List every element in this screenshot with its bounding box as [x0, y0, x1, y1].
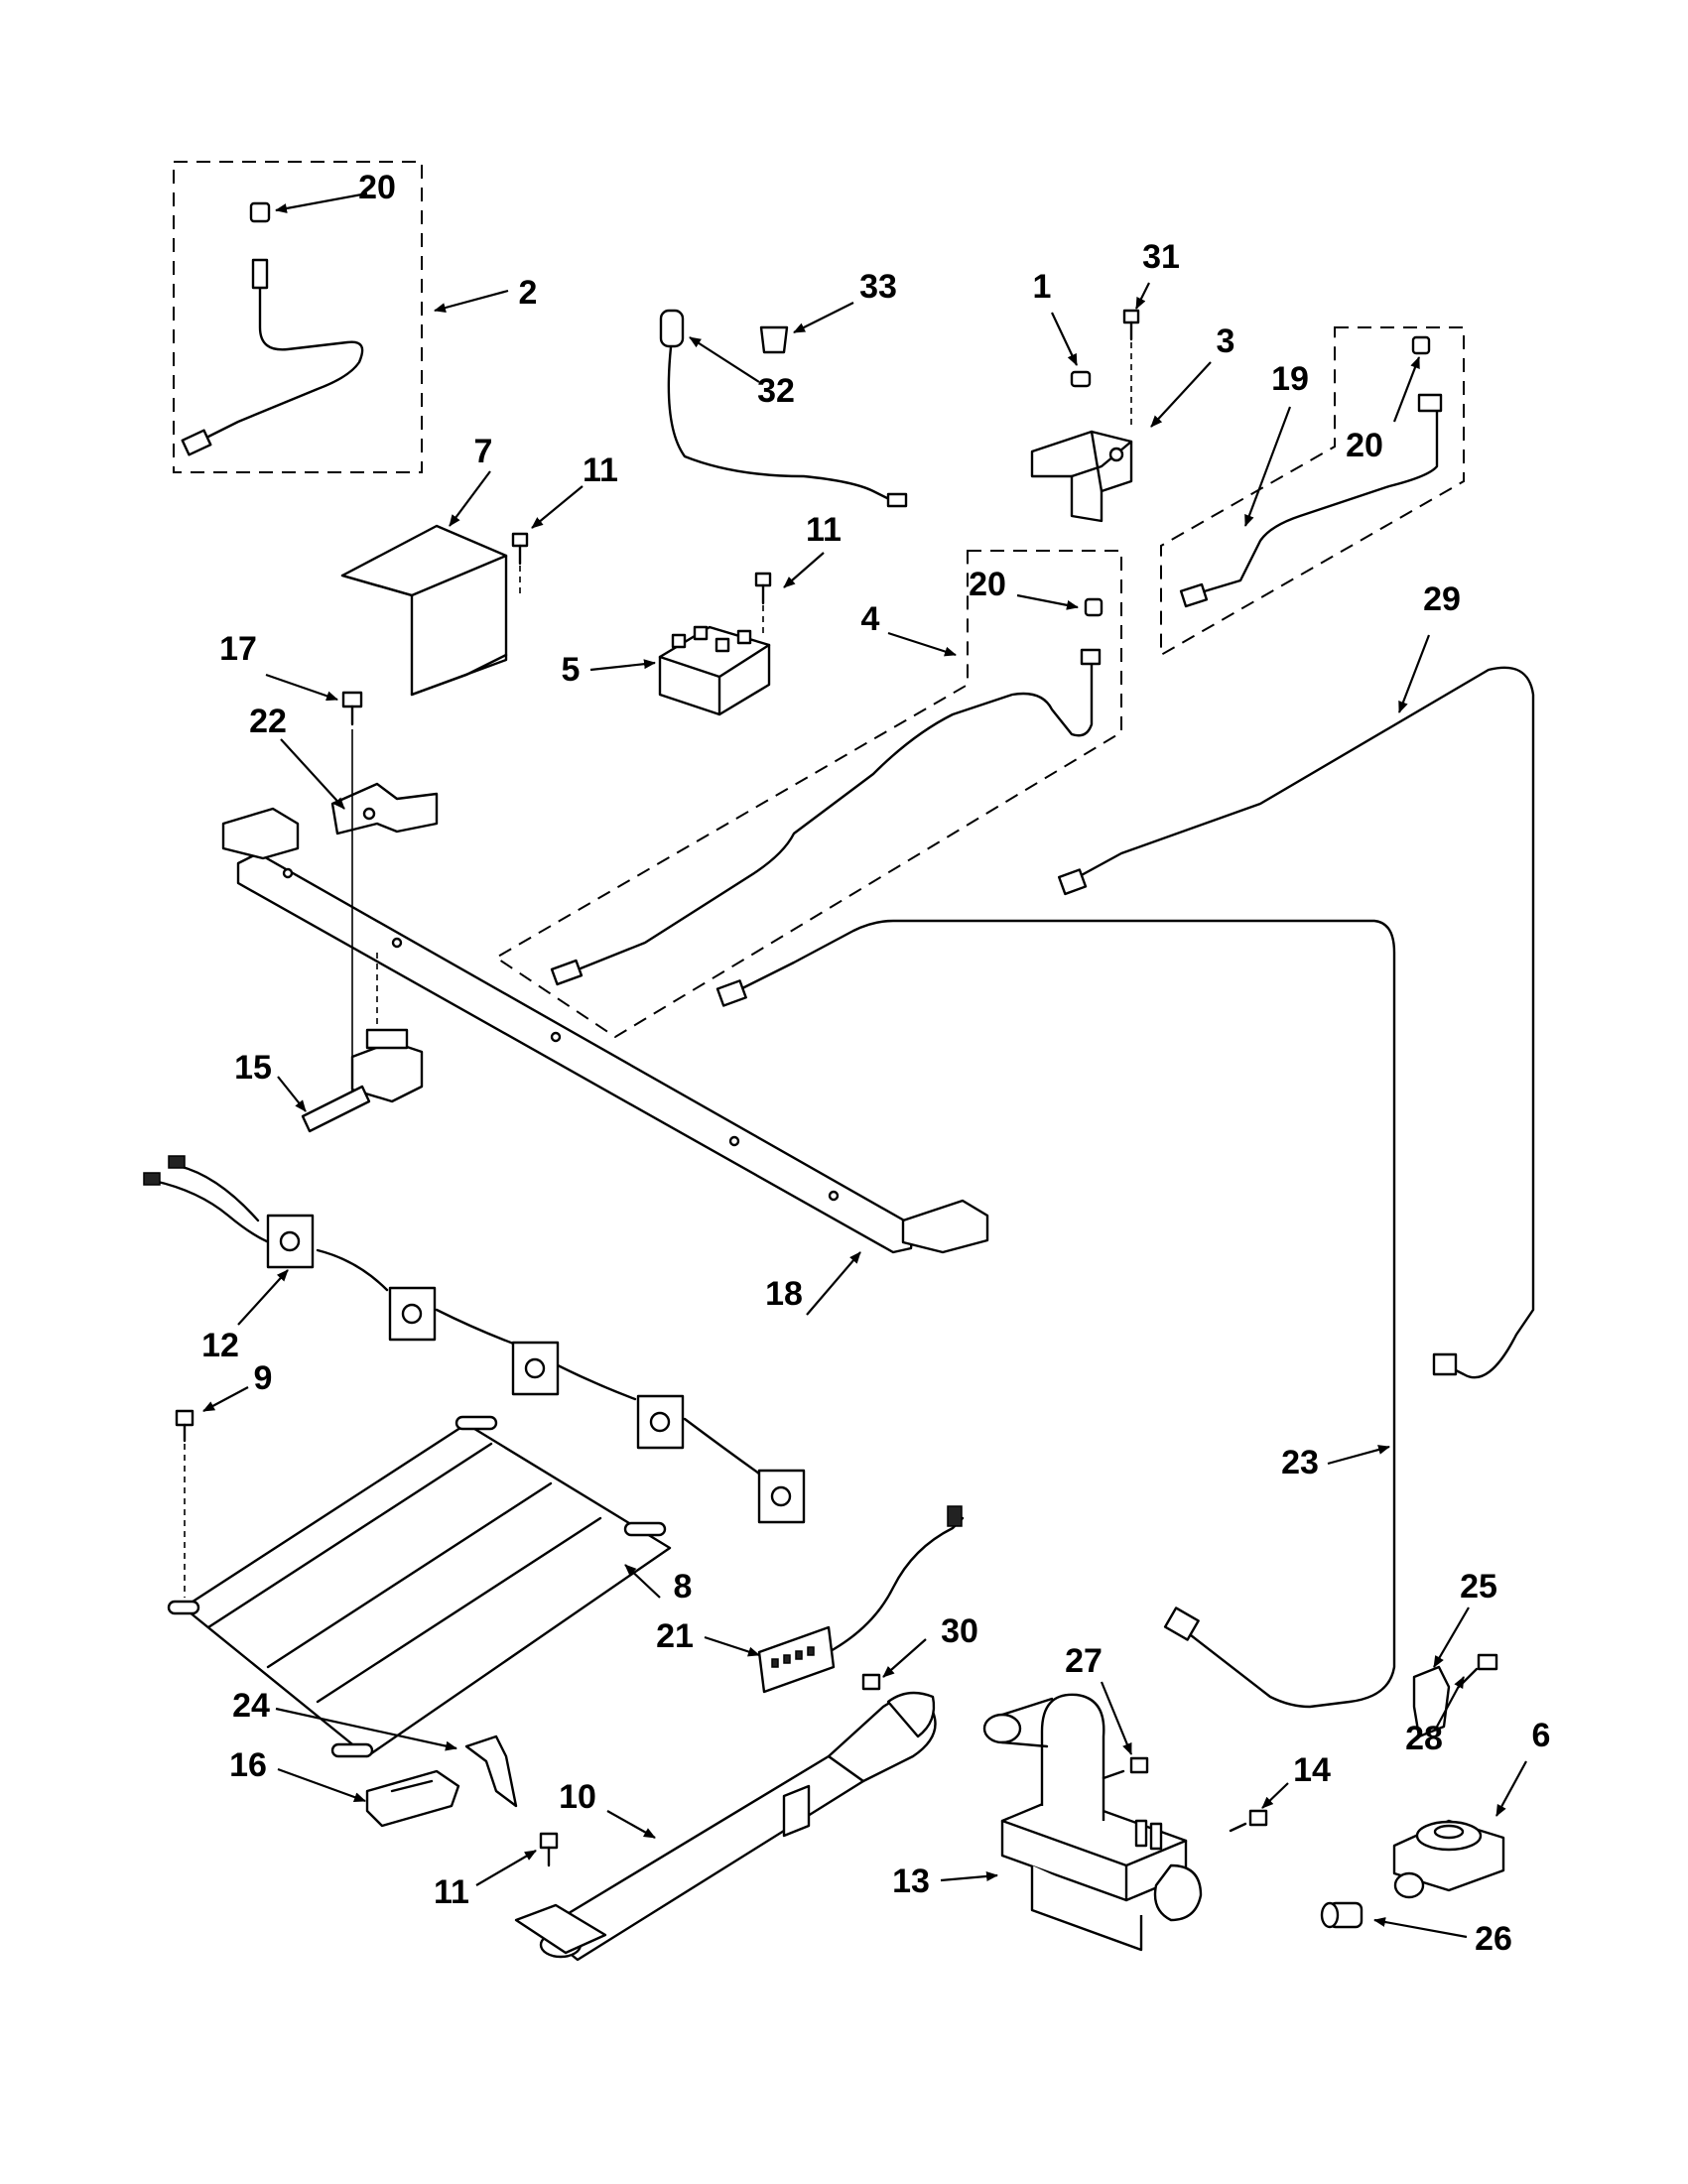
callout-32: 32: [757, 372, 795, 410]
part-15-valve: [301, 1028, 424, 1133]
callout-11b: 11: [806, 511, 842, 549]
callout-23: 23: [1281, 1444, 1319, 1481]
callout-27: 27: [1065, 1642, 1103, 1680]
callout-5: 5: [562, 651, 581, 689]
part-31-screw: [1122, 309, 1140, 429]
part-19-tube: [1179, 393, 1443, 608]
callout-2: 2: [519, 274, 538, 312]
callout-26: 26: [1475, 1920, 1512, 1958]
callout-20b: 20: [969, 566, 1006, 603]
callout-12: 12: [201, 1327, 239, 1364]
part-1-nut: [1070, 370, 1092, 388]
callout-4: 4: [861, 600, 880, 638]
callout-10: 10: [559, 1778, 596, 1816]
callout-30: 30: [941, 1612, 978, 1650]
part-20-nut-a: [249, 201, 271, 223]
callout-22: 22: [249, 703, 287, 740]
part-11-screw-b: [754, 572, 772, 635]
part-7-bracket: [340, 524, 508, 697]
part-17-manifold: [221, 807, 989, 1254]
callout-6: 6: [1532, 1717, 1551, 1754]
callout-11c: 11: [434, 1873, 469, 1911]
part-6-pressure-regulator: [1392, 1819, 1505, 1899]
part-10-burner-tube: [514, 1691, 937, 1962]
part-8-heat-shield: [167, 1415, 672, 1758]
callout-8: 8: [674, 1568, 693, 1606]
callout-20a: 20: [358, 169, 396, 206]
part-32-sensor: [659, 309, 908, 508]
part-14-screw: [1229, 1809, 1268, 1833]
part-20-nut-b: [1084, 597, 1104, 617]
callout-9: 9: [254, 1359, 273, 1397]
callout-21: 21: [656, 1617, 694, 1655]
part-4-group-box: [494, 550, 1122, 1039]
callout-16: 17: [219, 630, 257, 668]
part-23-tube: [715, 919, 1396, 1709]
part-19-group-box: [1160, 326, 1465, 657]
part-13-regulator: [982, 1693, 1203, 1952]
callout-33: 33: [859, 268, 897, 306]
part-18-clip: [365, 1769, 460, 1828]
part-26-fitting: [1320, 1901, 1363, 1929]
part-11-screw-a: [511, 532, 529, 595]
callout-13: 13: [892, 1863, 930, 1900]
callout-11a: 11: [583, 451, 618, 489]
callout-28: 28: [1405, 1720, 1443, 1757]
callout-1: 1: [1033, 268, 1052, 306]
callout-25: 25: [1460, 1568, 1497, 1606]
callout-17: 18: [765, 1275, 803, 1313]
part-9-screw: [175, 1409, 195, 1598]
part-29-tube: [1057, 666, 1535, 1379]
part-3-bracket: [1030, 430, 1133, 523]
part-2-group-box: [173, 161, 423, 473]
part-30-screw: [861, 1673, 881, 1691]
callout-leaders: [202, 192, 1527, 1939]
part-16-screw: [341, 691, 378, 1062]
part-11-screw-c: [539, 1832, 559, 1867]
callout-19: 19: [1271, 360, 1309, 398]
part-5-terminal-block: [658, 625, 771, 716]
part-2-tube: [181, 258, 364, 456]
part-22-bracket: [330, 782, 439, 835]
part-27-screw: [1102, 1756, 1149, 1780]
callout-24: 24: [232, 1687, 270, 1725]
callout-labels: 20 2 7 11 11 5 4 20 33 32 1 31 3 19 20 2…: [201, 169, 1550, 1958]
part-12-switch-harness: [143, 1155, 806, 1524]
part-28-screw: [1457, 1653, 1498, 1689]
part-20-nut-c: [1411, 335, 1431, 355]
callout-20c: 20: [1346, 427, 1383, 464]
part-4-tube: [550, 648, 1102, 986]
part-33-grommet: [759, 325, 789, 354]
callout-3: 3: [1217, 322, 1235, 360]
callout-14: 14: [1293, 1751, 1331, 1789]
callout-15: 15: [234, 1049, 272, 1087]
callout-29: 29: [1423, 580, 1461, 618]
callout-7: 7: [474, 433, 493, 470]
callout-18: 16: [229, 1746, 267, 1784]
callout-31: 31: [1142, 238, 1180, 276]
part-24-clip: [464, 1734, 518, 1808]
part-21-igniter: [757, 1505, 965, 1694]
